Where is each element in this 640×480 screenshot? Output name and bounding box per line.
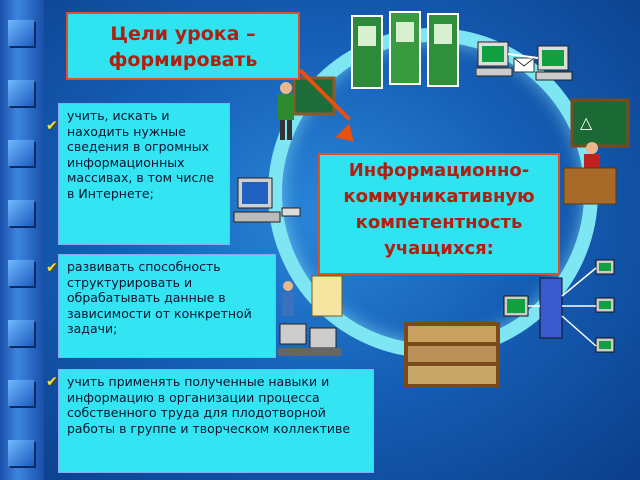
strip-block [8,260,34,286]
strip-block [8,440,34,466]
slide-title: Цели урока – формировать [66,12,300,80]
students-computers-icon [278,275,343,356]
strip-block [8,140,34,166]
goal-item-2: развивать способность структурировать и … [58,254,276,358]
left-decor-strip [0,0,44,480]
strip-block [8,80,34,106]
computer-icon [233,177,301,223]
network-icon [503,259,615,353]
check-icon: ✔ [46,118,58,134]
teacher-desk-icon: △ [564,98,630,205]
email-computers-icon [476,41,573,81]
check-icon: ✔ [46,374,58,390]
goal-item-1: учить, искать и находить нужные сведения… [58,103,230,245]
strip-block [8,380,34,406]
books-icon [351,11,459,89]
goal-item-3: учить применять полученные навыки и инфо… [58,369,374,473]
strip-block [8,200,34,226]
library-icon [404,322,500,388]
center-heading: Информационно-коммуникативную компетентн… [318,153,560,275]
svg-text:△: △ [580,113,593,132]
strip-block [8,320,34,346]
teacher-at-board-icon [278,76,336,140]
strip-block [8,20,34,46]
check-icon: ✔ [46,260,58,276]
